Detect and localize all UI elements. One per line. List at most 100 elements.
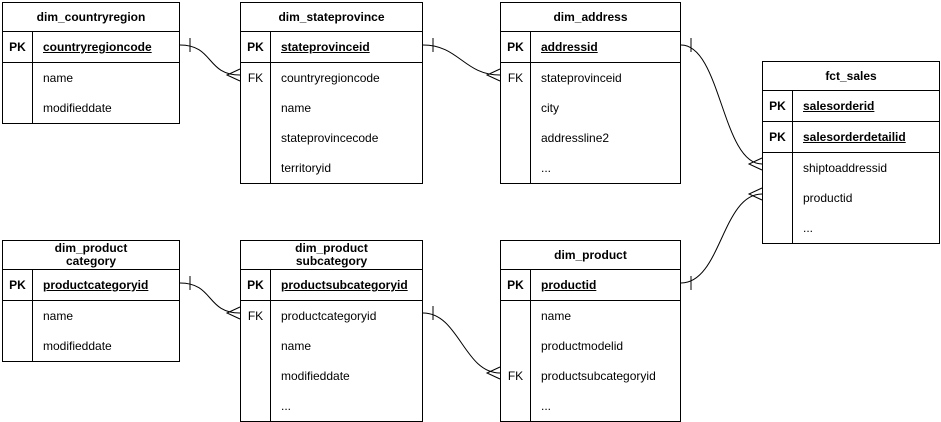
pk-field-name: productid (541, 278, 597, 292)
column-name: stateprovincecode (281, 131, 379, 145)
connector-stateprovince-address[interactable] (422, 38, 501, 82)
table-row: PK productsubcategoryid (241, 270, 422, 301)
pk-field-name: productcategoryid (43, 278, 149, 292)
key-cell (763, 213, 793, 243)
table-row: productmodelid (501, 331, 680, 361)
key-cell (501, 153, 531, 183)
key-cell (501, 391, 531, 421)
table-row: name (241, 93, 422, 123)
pk-field-name: productsubcategoryid (281, 278, 408, 292)
column-name: ... (541, 161, 552, 175)
entity-fct-sales[interactable]: fct_sales PK salesorderid PK salesorderd… (762, 61, 940, 244)
column-name: ... (803, 221, 814, 235)
key-cell (241, 391, 271, 421)
crow-foot-many-icon (225, 306, 241, 320)
column-name: productmodelid (541, 339, 624, 353)
pk-badge: PK (501, 32, 531, 62)
column-name: modifieddate (43, 101, 112, 115)
fk-badge: FK (241, 301, 271, 331)
table-row: productid (763, 183, 939, 213)
entity-dim-address[interactable]: dim_address PK addressid FK stateprovinc… (500, 2, 681, 184)
column-name: productid (803, 191, 853, 205)
column-name: name (281, 339, 312, 353)
table-row: name (3, 301, 179, 331)
connector-product-fctsales[interactable] (680, 187, 763, 290)
entity-dim-productsubcategory[interactable]: dim_product subcategory PK productsubcat… (240, 240, 423, 422)
relationship-line[interactable] (179, 282, 241, 314)
connector-address-fctsales[interactable] (680, 38, 763, 171)
key-cell (501, 123, 531, 153)
relationship-line[interactable] (680, 44, 763, 165)
crow-foot-many-icon (485, 68, 501, 82)
key-cell (3, 301, 33, 331)
pk-badge: PK (763, 122, 793, 152)
pk-field-name: addressid (541, 40, 598, 54)
entity-title: dim_address (501, 3, 680, 32)
pk-field-name: salesorderid (803, 99, 875, 113)
key-cell (501, 93, 531, 123)
table-row: ... (763, 213, 939, 243)
fk-badge: FK (501, 361, 531, 391)
entity-dim-product[interactable]: dim_product PK productid name productmod… (500, 240, 681, 422)
crow-foot-many-icon (747, 157, 763, 171)
table-row: ... (501, 153, 680, 183)
entity-title: fct_sales (763, 62, 939, 91)
table-row: PK productcategoryid (3, 270, 179, 301)
column-name: stateprovinceid (541, 71, 622, 85)
fk-badge: FK (501, 63, 531, 93)
table-row: stateprovincecode (241, 123, 422, 153)
relationship-line[interactable] (422, 44, 501, 76)
key-cell (763, 153, 793, 183)
table-row: name (501, 301, 680, 331)
column-name: shiptoaddressid (803, 161, 888, 175)
table-row: FK stateprovinceid (501, 63, 680, 93)
column-name: productcategoryid (281, 309, 377, 323)
table-row: PK addressid (501, 32, 680, 63)
table-row: FK productcategoryid (241, 301, 422, 331)
pk-field-name: countryregioncode (43, 40, 152, 54)
key-cell (763, 183, 793, 213)
table-row: PK salesorderdetailid (763, 122, 939, 153)
pk-field-name: stateprovinceid (281, 40, 370, 54)
entity-dim-stateprovince[interactable]: dim_stateprovince PK stateprovinceid FK … (240, 2, 423, 184)
column-name: ... (281, 399, 292, 413)
crow-foot-many-icon (225, 68, 241, 82)
column-name: name (281, 101, 312, 115)
table-row: name (3, 63, 179, 93)
pk-badge: PK (241, 32, 271, 62)
crow-foot-many-icon (747, 187, 763, 201)
table-row: modifieddate (3, 331, 179, 361)
entity-dim-productcategory[interactable]: dim_product category PK productcategoryi… (2, 240, 180, 362)
table-row: FK productsubcategoryid (501, 361, 680, 391)
connector-productsubcategory-product[interactable] (422, 306, 501, 380)
column-name: ... (541, 399, 552, 413)
table-row: FK countryregioncode (241, 63, 422, 93)
key-cell (3, 63, 33, 93)
connector-productcategory-productsubcategory[interactable] (179, 276, 241, 320)
table-row: territoryid (241, 153, 422, 183)
table-row: PK productid (501, 270, 680, 301)
table-row: modifieddate (241, 361, 422, 391)
key-cell (241, 153, 271, 183)
connector-countryregion-stateprovince[interactable] (179, 38, 241, 82)
relationship-line[interactable] (179, 44, 241, 76)
entity-title: dim_countryregion (3, 3, 179, 32)
pk-badge: PK (3, 32, 33, 62)
table-row: addressline2 (501, 123, 680, 153)
pk-badge: PK (3, 270, 33, 300)
crow-foot-many-icon (485, 366, 501, 380)
pk-badge: PK (763, 91, 793, 121)
column-name: modifieddate (43, 339, 112, 353)
table-row: PK salesorderid (763, 91, 939, 122)
table-row: PK stateprovinceid (241, 32, 422, 63)
relationship-line[interactable] (680, 193, 763, 284)
entity-title: dim_stateprovince (241, 3, 422, 32)
entity-dim-countryregion[interactable]: dim_countryregion PK countryregioncode n… (2, 2, 180, 124)
pk-badge: PK (241, 270, 271, 300)
entity-title: dim_product subcategory (241, 241, 422, 270)
table-row: PK countryregioncode (3, 32, 179, 63)
relationship-line[interactable] (422, 312, 501, 374)
key-cell (3, 331, 33, 361)
